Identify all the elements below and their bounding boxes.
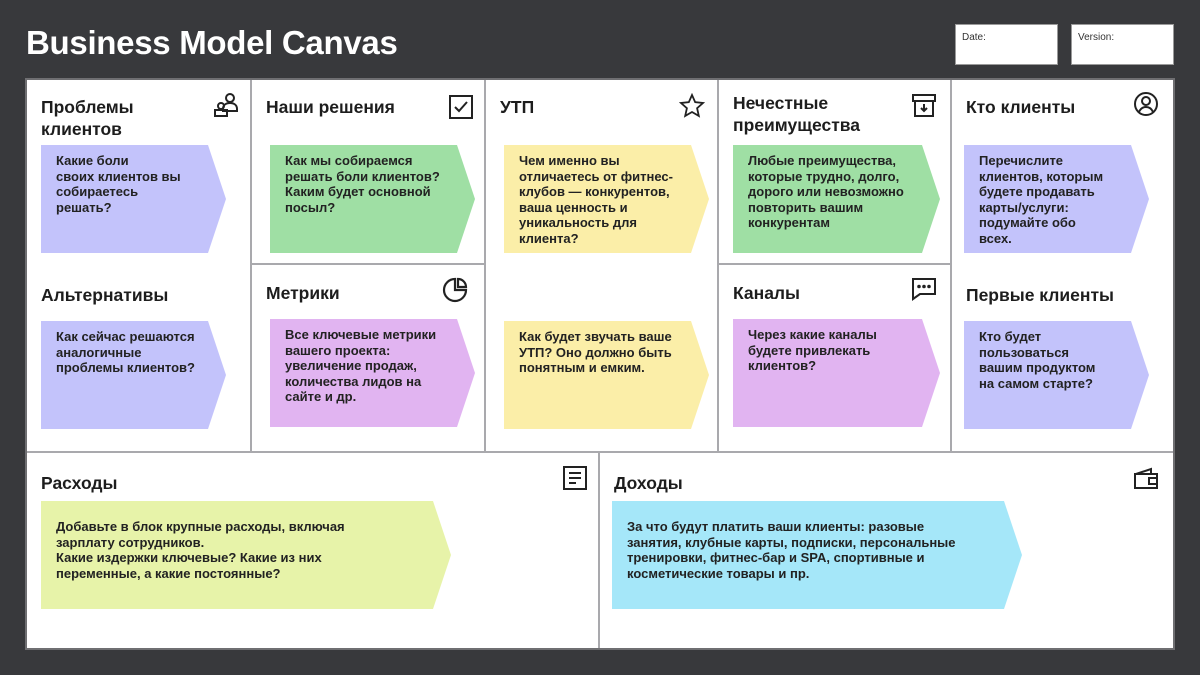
costs-title: Расходы [41, 473, 118, 493]
early-customers-title: Первые клиенты [966, 285, 1114, 305]
early-customers-note[interactable]: Кто будет пользоваться вашим продуктом н… [964, 321, 1149, 429]
channels-note[interactable]: Через какие каналы будете привлекать кли… [733, 319, 940, 427]
metrics-title: Метрики [266, 283, 340, 303]
utp-note[interactable]: Чем именно вы отличаетесь от фитнес- клу… [504, 145, 709, 253]
document-icon [562, 465, 588, 491]
utp-block: УТП Чем именно вы отличаетесь от фитнес-… [486, 80, 719, 451]
revenue-block: Доходы За что будут платить ваши клиенты… [600, 451, 1173, 648]
problems-note[interactable]: Какие боли своих клиентов вы собираетесь… [41, 145, 226, 253]
costs-block: Расходы Добавьте в блок крупные расходы,… [27, 451, 600, 648]
advantages-title: Нечестные преимущества [733, 93, 861, 135]
alternatives-title: Альтернативы [41, 285, 169, 305]
customers-title: Кто клиенты [966, 97, 1076, 117]
user-circle-icon [1133, 91, 1159, 117]
metrics-note[interactable]: Все ключевые метрики вашего проекта: уве… [270, 319, 475, 427]
solutions-title: Наши решения [266, 97, 395, 117]
solutions-block: Наши решения Как мы собираемся решать бо… [252, 80, 486, 265]
date-label: Date: [962, 32, 986, 43]
checkbox-icon [448, 94, 474, 120]
business-model-canvas: Проблемы клиентов Какие боли своих клиен… [25, 78, 1175, 650]
solutions-note[interactable]: Как мы собираемся решать боли клиентов? … [270, 145, 475, 253]
channels-block: Каналы Через какие каналы будете привлек… [719, 265, 952, 451]
page-title: Business Model Canvas [26, 24, 398, 61]
date-field[interactable]: Date: [955, 24, 1058, 65]
customers-note[interactable]: Перечислите клиентов, которым будете про… [964, 145, 1149, 253]
problems-title: Проблемы клиентов [41, 97, 134, 139]
advantages-note[interactable]: Любые преимущества, которые трудно, долг… [733, 145, 940, 253]
users-icon [213, 92, 239, 118]
advantages-block: Нечестные преимущества Любые преимуществ… [719, 80, 952, 265]
channels-title: Каналы [733, 283, 800, 303]
revenue-note[interactable]: За что будут платить ваши клиенты: разов… [612, 501, 1022, 609]
customers-block: Кто клиенты Перечислите клиентов, которы… [952, 80, 1173, 451]
utp-sound-note[interactable]: Как будет звучать ваше УТП? Оно должно б… [504, 321, 709, 429]
wallet-icon [1133, 465, 1159, 491]
problems-block: Проблемы клиентов Какие боли своих клиен… [27, 80, 252, 451]
utp-title: УТП [500, 97, 535, 117]
version-field[interactable]: Version: [1071, 24, 1174, 65]
chat-icon [911, 276, 937, 302]
alternatives-note[interactable]: Как сейчас решаются аналогичные проблемы… [41, 321, 226, 429]
pie-chart-icon [442, 277, 468, 303]
metrics-block: Метрики Все ключевые метрики вашего прое… [252, 265, 486, 451]
costs-note[interactable]: Добавьте в блок крупные расходы, включая… [41, 501, 451, 609]
version-label: Version: [1078, 32, 1115, 43]
archive-icon [911, 92, 937, 118]
revenue-title: Доходы [614, 473, 683, 493]
star-icon [679, 93, 705, 119]
